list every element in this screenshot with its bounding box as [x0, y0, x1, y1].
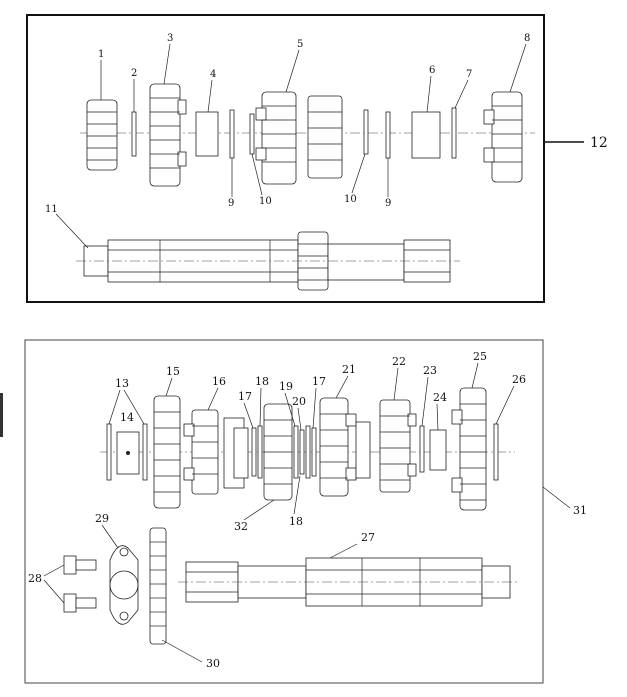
- part-16-hub: [223, 417, 249, 489]
- svg-text:18: 18: [255, 375, 269, 388]
- part-23-washer: [419, 425, 425, 473]
- part-17-washer-left: [251, 427, 257, 477]
- svg-text:30: 30: [206, 657, 220, 670]
- svg-text:27: 27: [361, 531, 375, 544]
- part-17-washer-right: [311, 427, 317, 477]
- svg-text:32: 32: [234, 520, 248, 533]
- part-32-gear: [263, 403, 293, 501]
- lower-assembly-frame: [24, 339, 544, 684]
- svg-text:6: 6: [429, 65, 435, 76]
- svg-text:8: 8: [524, 33, 530, 44]
- svg-text:17: 17: [312, 375, 326, 388]
- part-21-hub: [355, 421, 371, 479]
- lower-callouts: 13 14 15 16 17 18 19 20 17 21 22 23 24 2…: [28, 350, 526, 670]
- part-3-gear: [149, 83, 187, 187]
- part-5-gear: [255, 91, 297, 185]
- part-13-washer-a: [106, 423, 112, 481]
- part-28-bolt-upper: [63, 555, 97, 575]
- part-18-washer-left: [257, 425, 263, 479]
- svg-text:18: 18: [289, 515, 303, 528]
- svg-text:28: 28: [28, 572, 42, 585]
- svg-text:3: 3: [167, 33, 173, 44]
- part-13-washer-b: [142, 423, 148, 481]
- part-9-washer-right: [385, 111, 391, 159]
- part-26-washer: [493, 423, 499, 481]
- part-10-washer-right: [363, 109, 369, 155]
- svg-text:19: 19: [279, 380, 293, 393]
- svg-text:10: 10: [259, 196, 272, 207]
- svg-text:23: 23: [423, 364, 437, 377]
- part-20-washer: [299, 429, 305, 475]
- part-28-bolt-lower: [63, 593, 97, 613]
- svg-text:7: 7: [466, 69, 472, 80]
- part-30-sprocket: [149, 527, 167, 645]
- svg-text:22: 22: [392, 355, 406, 368]
- upper-assembly-frame: [26, 14, 545, 303]
- svg-text:13: 13: [115, 377, 129, 390]
- part-16-gear: [183, 409, 219, 495]
- part-18-washer-right: [305, 425, 311, 479]
- svg-text:17: 17: [238, 390, 252, 403]
- svg-text:2: 2: [131, 68, 137, 79]
- svg-text:4: 4: [210, 69, 216, 80]
- svg-text:20: 20: [292, 395, 306, 408]
- svg-text:26: 26: [512, 373, 526, 386]
- part-9-washer-left: [229, 109, 235, 159]
- part-19-washer: [293, 425, 299, 479]
- part-7-washer: [451, 107, 457, 159]
- part-5-gear-hub: [307, 95, 343, 179]
- part-11-shaft: [76, 231, 460, 291]
- svg-text:9: 9: [385, 198, 391, 209]
- svg-text:10: 10: [344, 194, 357, 205]
- part-4-bushing: [195, 111, 219, 157]
- assembly-12-label: 12: [590, 135, 608, 151]
- part-22-gear: [379, 399, 417, 493]
- part-29-plate: [109, 545, 139, 625]
- part-10-washer-left: [249, 113, 255, 155]
- side-bar: [0, 393, 3, 437]
- part-14-bushing: [116, 431, 140, 475]
- part-21-gear: [319, 397, 357, 497]
- upper-callouts: 1 2 3 4 5 6 7 8 9 10 10 9 11: [45, 33, 530, 249]
- part-2-washer: [131, 111, 137, 157]
- part-15-gear: [153, 395, 181, 509]
- svg-text:21: 21: [342, 363, 356, 376]
- part-27-shaft: [178, 557, 518, 607]
- part-6-bushing: [411, 111, 441, 159]
- svg-text:11: 11: [45, 204, 58, 215]
- svg-text:14: 14: [120, 411, 134, 424]
- svg-text:29: 29: [95, 512, 109, 525]
- svg-text:25: 25: [473, 350, 487, 363]
- assembly-31-leader: [542, 486, 571, 509]
- part-25-gear: [451, 387, 487, 511]
- svg-text:1: 1: [98, 49, 104, 60]
- svg-text:9: 9: [228, 198, 234, 209]
- part-24-bushing: [429, 429, 447, 471]
- assembly-31-label: 31: [573, 504, 587, 517]
- part-8-gear: [483, 91, 523, 183]
- svg-text:5: 5: [297, 39, 303, 50]
- svg-text:15: 15: [166, 365, 180, 378]
- svg-text:24: 24: [433, 391, 447, 404]
- part-1-gear: [86, 99, 118, 171]
- svg-text:16: 16: [212, 375, 226, 388]
